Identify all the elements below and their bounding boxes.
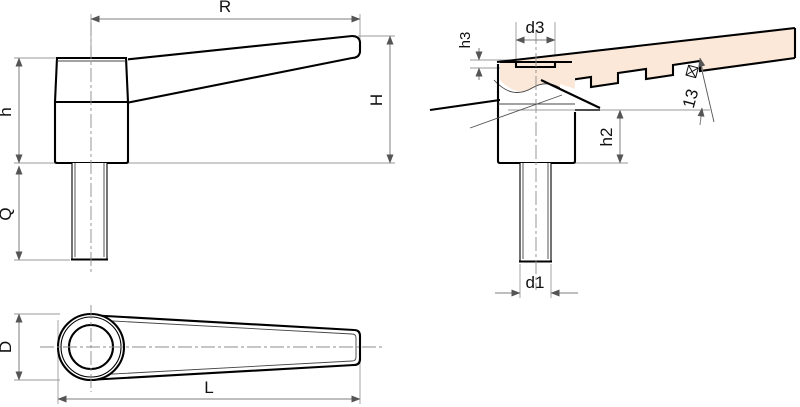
angle-arrow-lower: [697, 107, 705, 126]
plan-lever-inner-edge: [94, 319, 357, 376]
dimension-R: R: [90, 0, 361, 23]
section-seat-slope: [540, 79, 601, 109]
dimension-D: D: [0, 313, 23, 381]
dimension-H: H: [367, 35, 394, 164]
section-seat-white: [560, 84, 620, 120]
section-hub-lower-white: [500, 80, 575, 165]
dimension-h2: h2: [597, 109, 624, 164]
dim-h3-label: h3: [457, 32, 474, 49]
dim-h-label: h: [0, 107, 15, 116]
dim-D-label: D: [0, 341, 15, 353]
front-handle-fill: [128, 36, 360, 102]
dim-d3-label: d3: [526, 18, 545, 37]
front-elevation-view: R H h Q: [0, 0, 395, 272]
section-elevation-view: d3 h3 h2 d1: [429, 18, 797, 298]
front-hub-outline: [53, 56, 130, 165]
angle-13-label: 13: [679, 87, 702, 110]
dimension-L: L: [57, 378, 361, 403]
dimension-d3: d3: [515, 18, 556, 44]
section-stud-fill: [520, 163, 551, 262]
plan-view: D L: [0, 305, 385, 404]
dim-Q-label: Q: [0, 207, 15, 220]
dimension-Q: Q: [0, 165, 23, 261]
dim-L-label: L: [204, 378, 213, 397]
dimension-d1: d1: [495, 273, 578, 297]
dim-R-label: R: [219, 0, 231, 16]
angle-leader-upper: [699, 61, 715, 123]
dim-H-label: H: [367, 94, 386, 106]
dimension-h: h: [0, 57, 23, 164]
dim-d1-label: d1: [526, 273, 545, 292]
front-handle-outline: [125, 34, 362, 105]
front-hub-fill: [55, 58, 128, 163]
angle-arrow-upper: [698, 57, 706, 73]
section-handle-fill: [500, 28, 795, 98]
dimension-h3: h3: [457, 32, 483, 80]
dim-h2-label: h2: [597, 128, 616, 147]
front-stud-fill: [72, 163, 107, 260]
annotation-angle-13: 13: [469, 57, 715, 129]
degree-symbol-box-icon: [685, 64, 699, 79]
section-handle-top-edge: [496, 26, 796, 64]
plan-lever-outline: [87, 313, 362, 382]
section-seat-leader: [469, 94, 563, 129]
